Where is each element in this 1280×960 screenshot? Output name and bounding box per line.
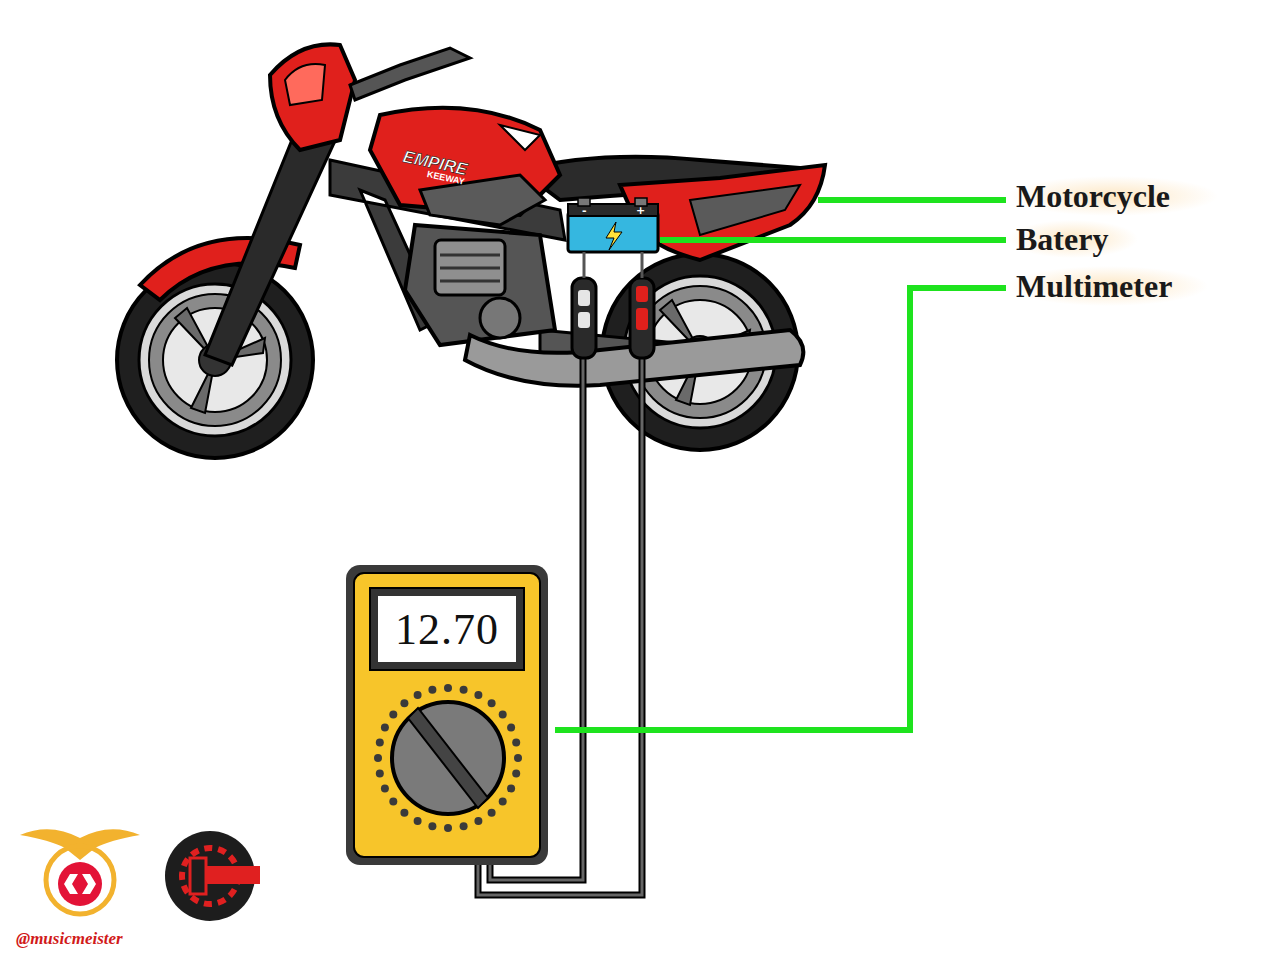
dial-dot	[381, 724, 389, 732]
terminal-sign: -	[582, 205, 587, 216]
dial-dot	[499, 710, 507, 718]
tail-stripe	[690, 185, 800, 235]
dial-dot	[488, 699, 496, 707]
dial-dot	[488, 809, 496, 817]
dial-dot	[389, 798, 397, 806]
fuel-tank	[370, 108, 560, 225]
dial-dot	[460, 822, 468, 830]
hive-logo	[20, 829, 140, 914]
dial-dot	[400, 809, 408, 817]
meter-reading: 12.70	[395, 608, 499, 652]
red-probe	[630, 252, 654, 358]
dial-dot	[400, 699, 408, 707]
dial-dot	[512, 738, 520, 746]
dial-dot	[381, 784, 389, 792]
engine	[405, 225, 555, 345]
dial-dot	[512, 770, 520, 778]
dial-dot	[460, 686, 468, 694]
part-label: Multimeter	[1016, 270, 1172, 302]
dial-dot	[444, 824, 452, 832]
part-label: Batery	[1016, 223, 1108, 255]
dial-dot	[444, 684, 452, 692]
dial-dot	[428, 686, 436, 694]
dial-dot	[507, 724, 515, 732]
terminal-sign: +	[636, 205, 645, 216]
multimeter	[346, 565, 548, 865]
dial-dot	[499, 798, 507, 806]
black-probe	[572, 252, 596, 358]
part-label: Motorcycle	[1016, 180, 1170, 212]
dial-dot	[376, 738, 384, 746]
dial-dot	[374, 754, 382, 762]
dial-dot	[474, 691, 482, 699]
label-glow	[1008, 176, 1218, 306]
dial-dot	[474, 817, 482, 825]
dial-dot	[414, 817, 422, 825]
watermark: @musicmeister	[16, 930, 123, 947]
workshop-logo	[165, 831, 260, 921]
dial-dot	[376, 770, 384, 778]
dial-dot	[414, 691, 422, 699]
handlebar	[350, 48, 470, 100]
headlight-fairing	[270, 44, 355, 150]
dial-dot	[389, 710, 397, 718]
battery	[568, 198, 658, 252]
leader-line	[555, 200, 1006, 730]
dial-dot	[507, 784, 515, 792]
dial-dot	[514, 754, 522, 762]
dial-dot	[428, 822, 436, 830]
front-fork	[205, 120, 340, 365]
